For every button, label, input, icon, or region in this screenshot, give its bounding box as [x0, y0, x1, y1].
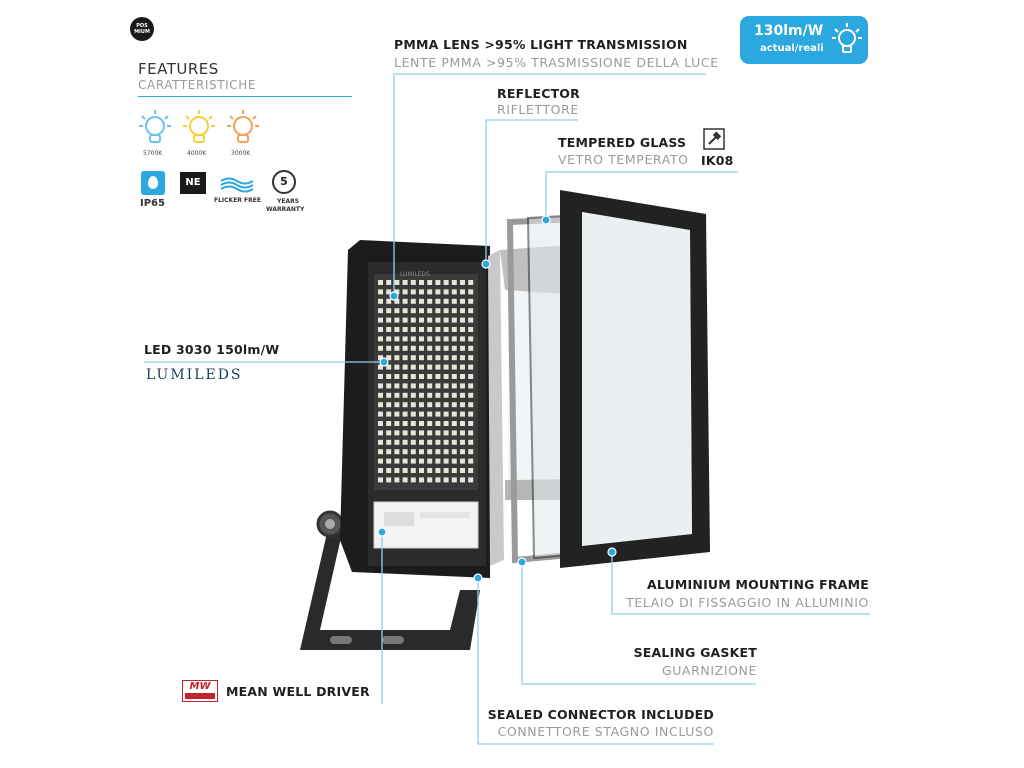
- efficiency-badge: 130lm/W actual/reali: [740, 16, 868, 64]
- gasket-label: SEALING GASKET: [633, 645, 757, 660]
- features-subtitle: CARATTERISTICHE: [138, 78, 257, 92]
- efficiency-sub: actual/reali: [760, 43, 824, 54]
- brand-logo-top: POS: [136, 23, 148, 29]
- bulb-3000k-label: 3000K: [231, 150, 251, 157]
- brand-logo: POS MIUM: [130, 17, 154, 41]
- lightbulb-icon: [832, 23, 862, 53]
- efficiency-value: 130lm/W: [754, 23, 824, 39]
- bulb-5700k-label: 5700K: [143, 150, 163, 157]
- flicker-free-icon: [220, 177, 254, 193]
- bulb-3000k-icon: [227, 110, 259, 143]
- front-frame: [560, 190, 710, 568]
- brand-logo-bottom: MIUM: [134, 29, 150, 35]
- flicker-free-label: FLICKER FREE: [214, 197, 261, 204]
- glass-label: TEMPERED GLASS: [558, 135, 687, 150]
- lumileds-logo: LUMILEDS: [146, 367, 243, 383]
- reflector-sublabel: RIFLETTORE: [497, 102, 579, 117]
- meanwell-logo: MW: [182, 680, 218, 702]
- connector-label: SEALED CONNECTOR INCLUDED: [487, 707, 714, 722]
- reflector-label: REFLECTOR: [497, 86, 580, 101]
- ne-badge: NE: [180, 172, 206, 194]
- warranty-label-2: WARRANTY: [266, 206, 305, 213]
- lens-sublabel: LENTE PMMA >95% TRASMISSIONE DELLA LUCE: [394, 55, 719, 70]
- bulb-4000k-label: 4000K: [187, 150, 207, 157]
- driver-label: MEAN WELL DRIVER: [226, 684, 370, 699]
- bulb-5700k-icon: [139, 110, 171, 143]
- frame-label: ALUMINIUM MOUNTING FRAME: [646, 577, 869, 592]
- meanwell-logo-text: MW: [189, 681, 211, 692]
- connector-sublabel: CONNETTORE STAGNO INCLUSO: [497, 724, 714, 739]
- warranty-icon: 5: [272, 170, 296, 194]
- lens-label: PMMA LENS >95% LIGHT TRANSMISSION: [394, 37, 688, 52]
- features-underline: [138, 96, 352, 97]
- bulb-4000k-icon: [183, 110, 215, 143]
- warranty-label-1: YEARS: [277, 198, 300, 205]
- ip65-icon: [141, 171, 165, 195]
- led-array: [378, 280, 474, 483]
- gasket-sublabel: GUARNIZIONE: [661, 663, 757, 678]
- features-title: FEATURES: [138, 60, 219, 78]
- ip65-label: IP65: [140, 198, 165, 209]
- frame-sublabel: TELAIO DI FISSAGGIO IN ALLUMINIO: [626, 595, 869, 610]
- led-label: LED 3030 150lm/W: [144, 342, 280, 357]
- svg-text:LUMILEDS: LUMILEDS: [400, 271, 430, 278]
- ik08-label: IK08: [701, 153, 734, 168]
- housing: LUMILEDS: [340, 240, 490, 578]
- hammer-icon: [703, 128, 725, 150]
- glass-sublabel: VETRO TEMPERATO: [558, 152, 689, 167]
